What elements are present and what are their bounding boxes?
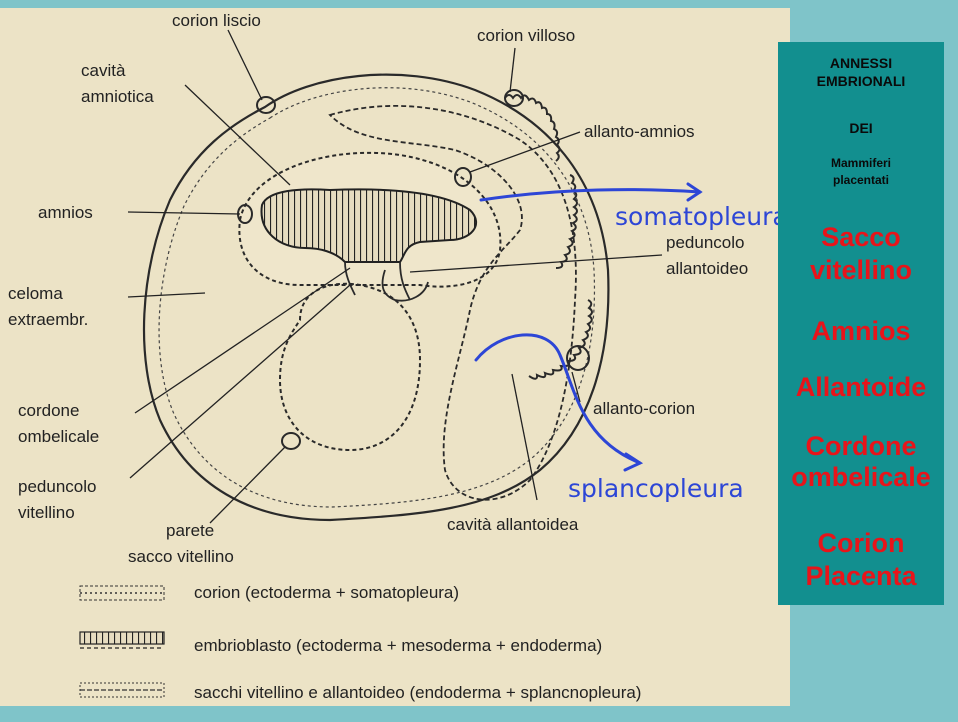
legend-text-embrioblasto: embrioblasto (ectoderma + mesoderma + en… [194, 636, 602, 656]
label-parete-2: sacco vitellino [128, 544, 234, 570]
label-celoma-2: extraembr. [8, 307, 88, 333]
label-cavita-allantoidea: cavità allantoidea [447, 514, 578, 536]
legend-text-sacchi: sacchi vitellino e allantoideo (endoderm… [194, 683, 641, 703]
label-peduncolo-vitellino-1: peduncolo [18, 474, 96, 500]
chorion-outer [144, 75, 608, 520]
legend-symbol-embrioblasto [80, 632, 164, 648]
panel-item-corion: Corion [778, 528, 944, 559]
label-parete-1: parete [166, 518, 214, 544]
panel-item-allantoide: Allantoide [778, 372, 944, 403]
panel-subheading-1: Mammiferi [778, 155, 944, 171]
label-celoma-1: celoma [8, 281, 63, 307]
label-peduncolo-vitellino-2: vitellino [18, 500, 75, 526]
panel-item-ombelicale: ombelicale [778, 462, 944, 493]
panel-item-amnios: Amnios [778, 316, 944, 347]
panel-item-vitellino: vitellino [778, 255, 944, 286]
legend-text-corion: corion (ectoderma + somatopleura) [194, 583, 459, 603]
panel-heading-1: ANNESSI [778, 54, 944, 72]
legend-symbol-corion [80, 586, 164, 600]
label-cavita-amniotica-2: amniotica [81, 84, 154, 110]
panel-item-placenta: Placenta [778, 561, 944, 592]
label-cordone-ombelicale-2: ombelicale [18, 424, 99, 450]
panel-item-cordone: Cordone [778, 431, 944, 462]
handwritten-splancopleura: splancopleura [568, 474, 744, 503]
panel-heading-2: EMBRIONALI [778, 72, 944, 90]
label-corion-villoso: corion villoso [477, 25, 575, 47]
legend-symbol-sacchi [80, 683, 164, 697]
label-allanto-amnios: allanto-amnios [584, 121, 695, 143]
label-peduncolo-allantoideo-2: allantoideo [666, 256, 748, 282]
label-peduncolo-allantoideo-1: peduncolo [666, 230, 744, 256]
label-cavita-amniotica-1: cavità [81, 58, 125, 84]
panel-subheading-2: placentati [778, 172, 944, 188]
panel-item-sacco: Sacco [778, 222, 944, 253]
yolk-sac [280, 284, 420, 450]
handwritten-somatopleura: somatopleura [615, 202, 788, 231]
label-allanto-corion: allanto-corion [593, 398, 695, 420]
label-cordone-ombelicale-1: cordone [18, 398, 79, 424]
label-corion-liscio: corion liscio [172, 10, 261, 32]
panel-heading-3: DEI [778, 119, 944, 137]
label-amnios: amnios [38, 202, 93, 224]
annessi-panel: ANNESSI EMBRIONALI DEI Mammiferi placent… [778, 42, 944, 605]
